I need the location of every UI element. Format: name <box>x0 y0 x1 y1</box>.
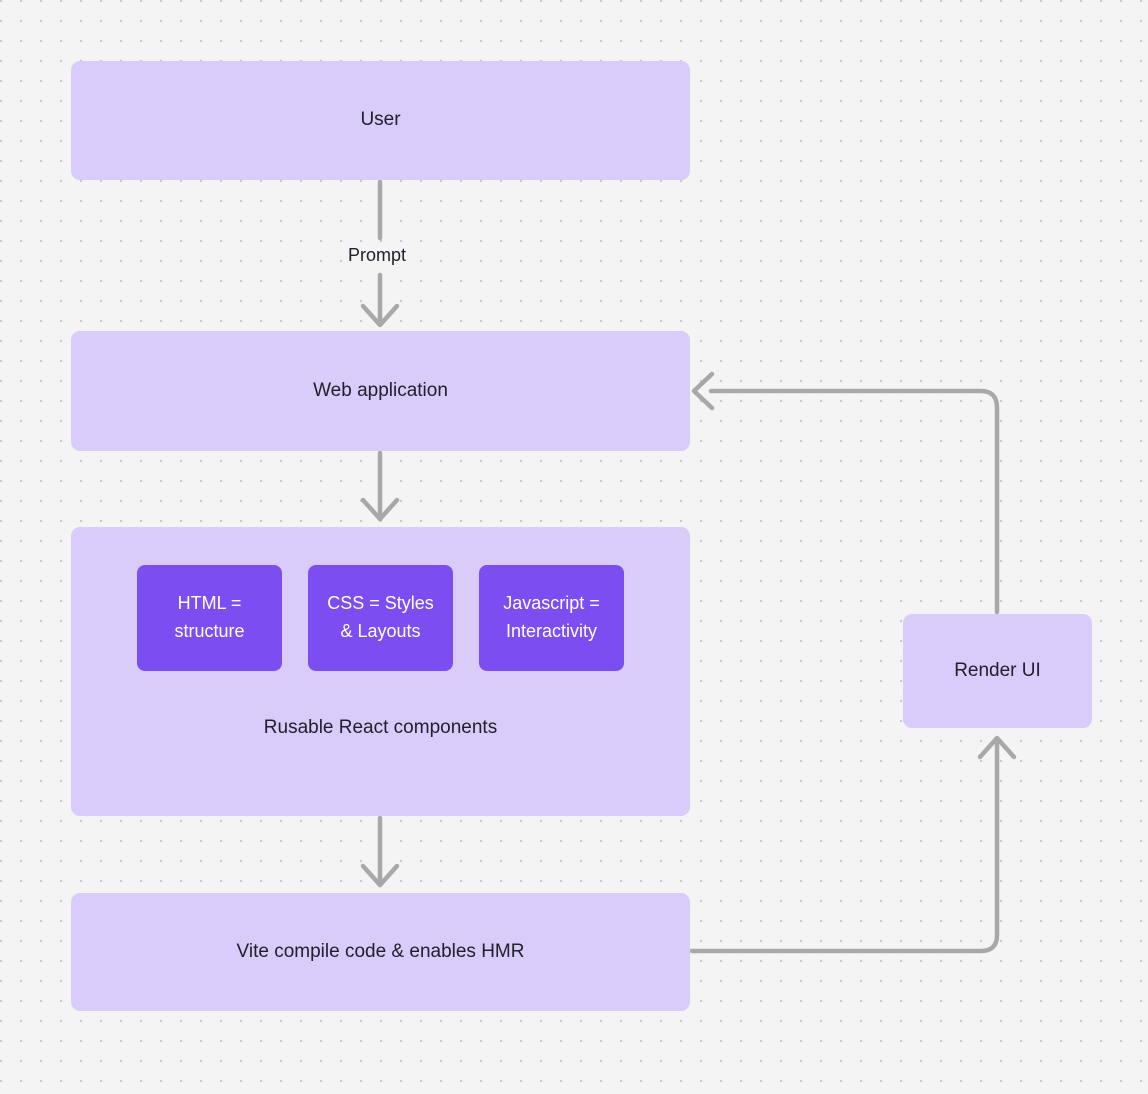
chip-html-line1: HTML = <box>177 593 242 614</box>
arrowhead-down-icon <box>360 497 400 522</box>
chip-css-text: CSS = Styles & Layouts <box>327 590 434 646</box>
node-vite-label: Vite compile code & enables HMR <box>236 940 525 962</box>
chip-javascript-text: Javascript = Interactivity <box>503 590 600 646</box>
chip-javascript-line2: Interactivity <box>505 621 597 641</box>
chip-html[interactable]: HTML = structure <box>137 565 282 671</box>
chip-row: HTML = structure CSS = Styles & Layouts … <box>137 565 624 671</box>
chip-javascript[interactable]: Javascript = Interactivity <box>479 565 624 671</box>
node-web-application-label: Web application <box>313 379 448 401</box>
chip-css-line2: & Layouts <box>340 621 421 641</box>
chip-javascript-line1: Javascript = <box>503 593 600 614</box>
edge-label-prompt: Prompt <box>343 245 412 266</box>
node-user[interactable]: User <box>71 61 690 180</box>
chip-css[interactable]: CSS = Styles & Layouts <box>308 565 453 671</box>
node-react-components-caption: Rusable React components <box>263 717 498 738</box>
arrowhead-down-icon <box>360 863 400 888</box>
node-react-components[interactable]: HTML = structure CSS = Styles & Layouts … <box>71 527 690 816</box>
edge-vite-to-render <box>689 735 1017 954</box>
arrowhead-left-icon <box>691 371 715 411</box>
arrowhead-up-icon <box>977 735 1017 760</box>
chip-css-line1: CSS = Styles <box>327 593 434 614</box>
edge-webapp-to-react <box>360 450 400 522</box>
arrowhead-down-icon <box>360 303 400 328</box>
edge-render-to-webapp <box>691 371 1000 615</box>
node-render-ui-label: Render UI <box>954 659 1041 681</box>
edge-react-to-vite <box>360 815 400 888</box>
node-user-label: User <box>360 109 401 131</box>
node-render-ui[interactable]: Render UI <box>903 614 1092 728</box>
chip-html-line2: structure <box>174 621 245 641</box>
chip-html-text: HTML = structure <box>174 590 244 646</box>
node-vite[interactable]: Vite compile code & enables HMR <box>71 893 690 1011</box>
node-web-application[interactable]: Web application <box>71 331 690 451</box>
